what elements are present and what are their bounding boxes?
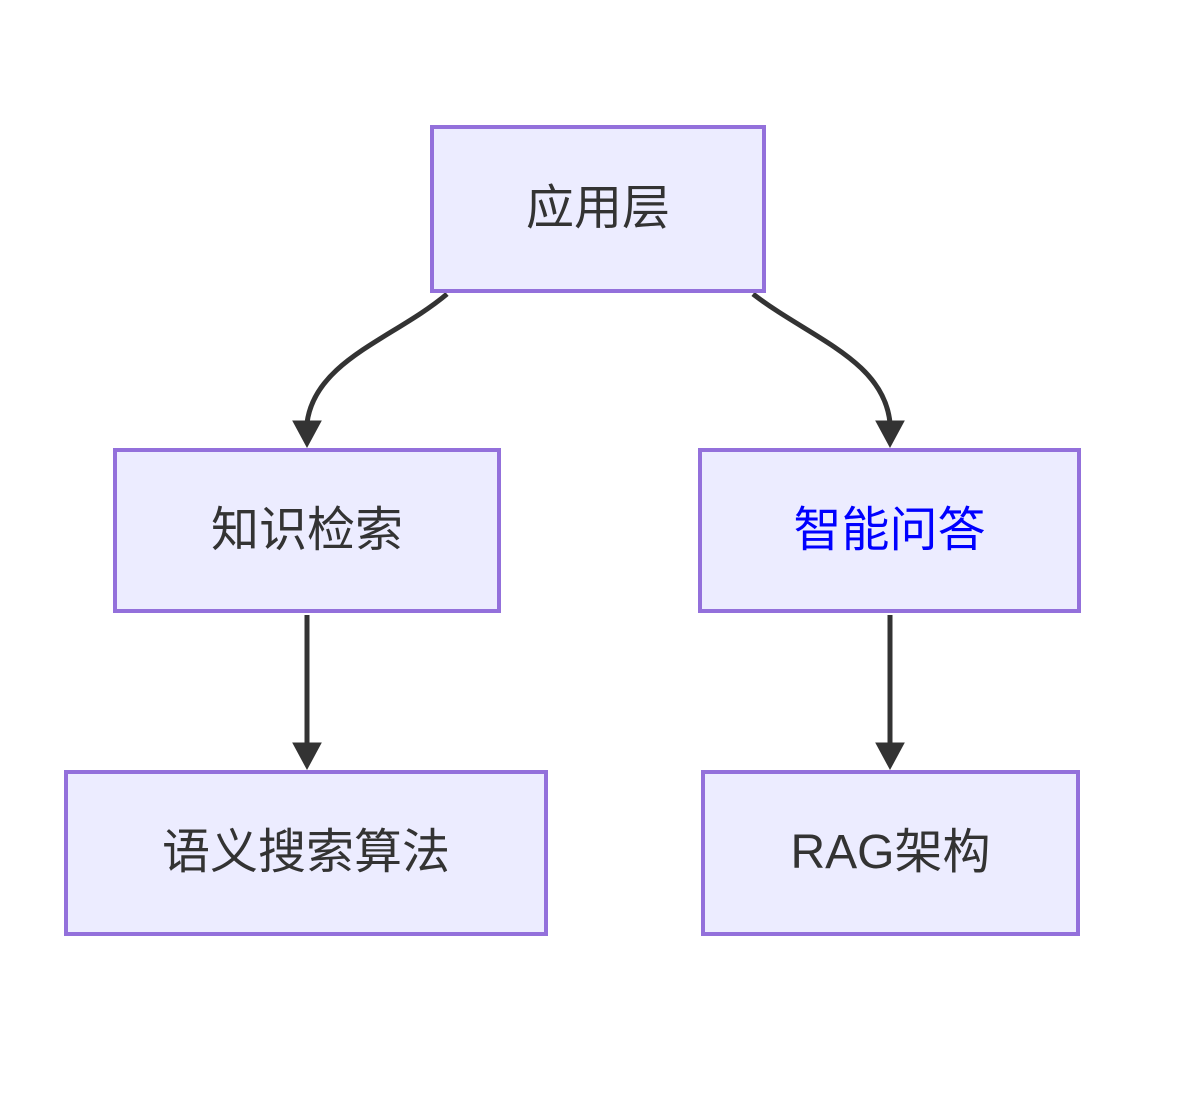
arrowhead-icon <box>875 420 905 449</box>
node-label-rag-architecture: RAG架构 <box>790 826 991 879</box>
node-rag-architecture: RAG架构 <box>701 770 1080 936</box>
edge-qa-to-rag <box>875 615 905 771</box>
node-label-intelligent-qa: 智能问答 <box>793 503 986 557</box>
node-semantic-search-algorithm: 语义搜索算法 <box>64 770 548 936</box>
node-label-knowledge-retrieval: 知识检索 <box>210 503 403 557</box>
node-application-layer: 应用层 <box>430 125 766 293</box>
edge-application-to-retrieval <box>292 292 449 449</box>
arrowhead-icon <box>292 742 322 771</box>
node-label-semantic-search-algorithm: 语义搜索算法 <box>161 826 450 879</box>
arrowhead-icon <box>875 742 905 771</box>
arrowhead-icon <box>292 420 322 449</box>
edge-application-to-qa <box>751 292 905 449</box>
node-knowledge-retrieval: 知识检索 <box>113 448 501 613</box>
node-intelligent-qa: 智能问答 <box>698 448 1081 613</box>
node-label-application-layer: 应用层 <box>525 182 670 235</box>
edge-retrieval-to-semantic <box>292 615 322 771</box>
